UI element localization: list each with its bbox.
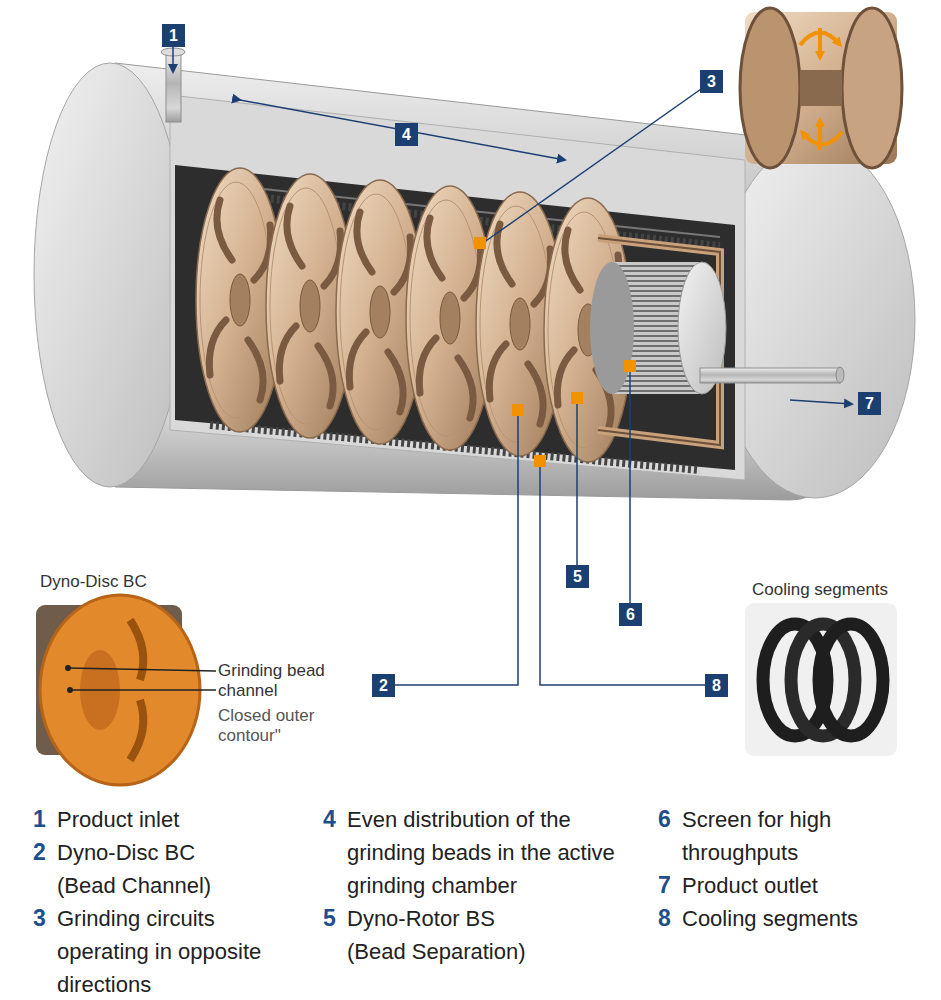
key-text: Screen for high throughputs — [682, 803, 882, 869]
key-text: Dyno-Disc BC (Bead Channel) — [57, 836, 242, 902]
key-number: 7 — [658, 869, 671, 902]
key-text: Product outlet — [682, 869, 932, 902]
callout-number: 6 — [619, 603, 642, 626]
key-text: Cooling segments — [682, 902, 932, 935]
callout-number: 8 — [705, 674, 728, 697]
key-number: 5 — [323, 902, 336, 935]
key-number: 4 — [323, 803, 336, 836]
callout-number: 2 — [372, 674, 395, 697]
inset-title: Dyno-Disc BC — [40, 572, 200, 592]
part-label: Grinding bead channel — [218, 661, 353, 701]
key-number: 2 — [33, 836, 46, 869]
callout-number: 4 — [395, 123, 418, 146]
key-text: Product inlet — [57, 803, 307, 836]
key-text: Grinding circuits operating in opposite … — [57, 902, 307, 1000]
key-number: 3 — [33, 902, 46, 935]
key-number: 8 — [658, 902, 671, 935]
key-number: 6 — [658, 803, 671, 836]
callout-number: 1 — [162, 24, 185, 47]
key-text: Even distribution of the grinding beads … — [347, 803, 617, 902]
callout-number: 3 — [700, 70, 723, 93]
part-note: Closed outer contour" — [218, 706, 338, 746]
key-number: 1 — [33, 803, 46, 836]
key-text: Dyno-Rotor BS (Bead Separation) — [347, 902, 547, 968]
callout-number: 7 — [858, 392, 881, 415]
callout-number: 5 — [566, 565, 589, 588]
inset-title: Cooling segments — [752, 580, 932, 600]
